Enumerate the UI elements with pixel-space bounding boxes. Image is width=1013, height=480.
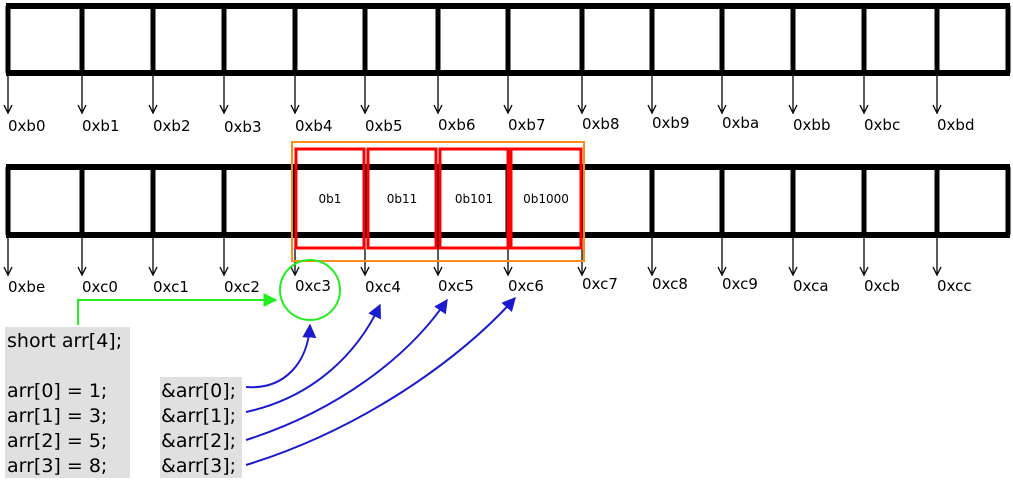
address-tick-arrowhead — [717, 266, 727, 277]
code-declaration: short arr[4]; — [7, 330, 122, 352]
code-background — [5, 327, 130, 478]
memory-address-label: 0xc8 — [652, 275, 688, 293]
memory-address-label: 0xbd — [937, 116, 974, 134]
memory-address-label: 0xc9 — [722, 275, 758, 293]
array-elements: 0b1 0b11 0b101 0b1000 — [294, 147, 583, 250]
memory-address-label: 0xb8 — [582, 115, 620, 133]
address-tick-arrowhead — [788, 266, 798, 277]
memory-address-label: 0xc3 — [295, 277, 331, 295]
code-assignment: arr[2] = 5; — [7, 430, 107, 452]
code-assignment: arr[3] = 8; — [7, 455, 107, 477]
code-assignment: arr[1] = 3; — [7, 405, 107, 427]
address-tick-arrowhead — [433, 266, 443, 277]
address-tick-arrowhead — [77, 266, 87, 277]
address-tick-arrowhead — [290, 104, 300, 115]
address-tick-arrowhead — [859, 104, 869, 115]
memory-address-label: 0xb3 — [224, 118, 262, 136]
address-expr: &arr[0]; — [161, 380, 236, 402]
address-tick-arrowhead — [503, 266, 513, 277]
memory-address-label: 0xba — [722, 114, 759, 132]
address-pointers — [245, 296, 516, 466]
address-tick-arrowhead — [290, 266, 300, 277]
address-tick-arrowhead — [360, 266, 370, 277]
address-tick-arrowhead — [717, 104, 727, 115]
memory-address-label: 0xc6 — [508, 277, 544, 295]
address-expr: &arr[1]; — [161, 405, 236, 427]
green-arrow — [77, 293, 278, 325]
memory-address-label: 0xc2 — [224, 278, 260, 296]
address-tick-arrowhead — [932, 266, 942, 277]
memory-address-label: 0xc4 — [365, 278, 401, 296]
array-element-box — [294, 147, 366, 250]
address-tick-arrowhead — [577, 266, 587, 277]
memory-address-label: 0xb1 — [82, 117, 120, 135]
address-tick-arrowhead — [148, 266, 158, 277]
first-address-highlight-circle — [279, 259, 341, 321]
address-tick-arrowhead — [219, 104, 229, 115]
code-assignment: arr[0] = 1; — [7, 380, 107, 402]
array-element-box — [509, 147, 583, 250]
address-expr: &arr[3]; — [161, 455, 236, 477]
address-tick-arrowhead — [932, 104, 942, 115]
address-tick-arrowhead — [148, 104, 158, 115]
memory-address-label: 0xc7 — [582, 275, 618, 293]
array-element-value: 0b11 — [387, 192, 418, 206]
address-tick-arrowhead — [577, 104, 587, 115]
blue-arrow-arr1 — [245, 303, 381, 413]
array-element-value: 0b1000 — [523, 192, 569, 206]
address-tick-arrowhead — [433, 104, 443, 115]
memory-address-label: 0xb4 — [295, 117, 333, 135]
address-tick-arrowhead — [788, 104, 798, 115]
array-element-value: 0b1 — [319, 192, 342, 206]
address-tick-arrowhead — [859, 266, 869, 277]
address-tick-arrowhead — [503, 104, 513, 115]
array-name-pointer — [77, 259, 341, 325]
memory-address-label: 0xbc — [864, 116, 900, 134]
array-bounds-box — [291, 141, 585, 262]
address-expr: &arr[2]; — [161, 430, 236, 452]
memory-address-label: 0xb5 — [365, 117, 403, 135]
memory-address-label: 0xcb — [864, 277, 900, 295]
memory-address-label: 0xb9 — [652, 114, 690, 132]
code-block: short arr[4]; arr[0] = 1; arr[1] = 3; ar… — [5, 327, 242, 478]
address-tick-arrowhead — [647, 104, 657, 115]
array-element-box — [366, 147, 438, 250]
address-tick-arrowhead — [3, 266, 13, 277]
array-element-box — [438, 147, 510, 250]
memory-address-label: 0xc0 — [82, 278, 118, 296]
memory-address-label: 0xb7 — [508, 116, 546, 134]
blue-arrow-arr0 — [245, 323, 317, 389]
memory-address-label: 0xbe — [8, 278, 45, 296]
memory-address-label: 0xbb — [793, 116, 830, 134]
address-tick-arrowhead — [219, 266, 229, 277]
blue-arrow-arr2 — [245, 298, 448, 441]
address-tick-arrowhead — [77, 104, 87, 115]
memory-address-label: 0xcc — [937, 277, 972, 295]
address-tick-arrowhead — [360, 104, 370, 115]
address-tick-arrowhead — [647, 266, 657, 277]
array-element-value: 0b101 — [455, 192, 493, 206]
address-tick-arrowhead — [3, 104, 13, 115]
memory-address-label: 0xb2 — [153, 117, 191, 135]
memory-address-label: 0xc1 — [153, 278, 189, 296]
address-exprs-background — [160, 377, 242, 478]
memory-address-label: 0xb6 — [438, 116, 476, 134]
memory-address-label: 0xb0 — [8, 117, 46, 135]
memory-address-label: 0xca — [793, 277, 829, 295]
memory-row-1: 0xb0 0xb1 0xb2 0xb3 0xb4 0xb5 0xb6 0xb7 0xb8 0xb9… — [3, 3, 1011, 136]
memory-address-label: 0xc5 — [438, 277, 474, 295]
blue-arrow-arr3 — [245, 296, 516, 466]
